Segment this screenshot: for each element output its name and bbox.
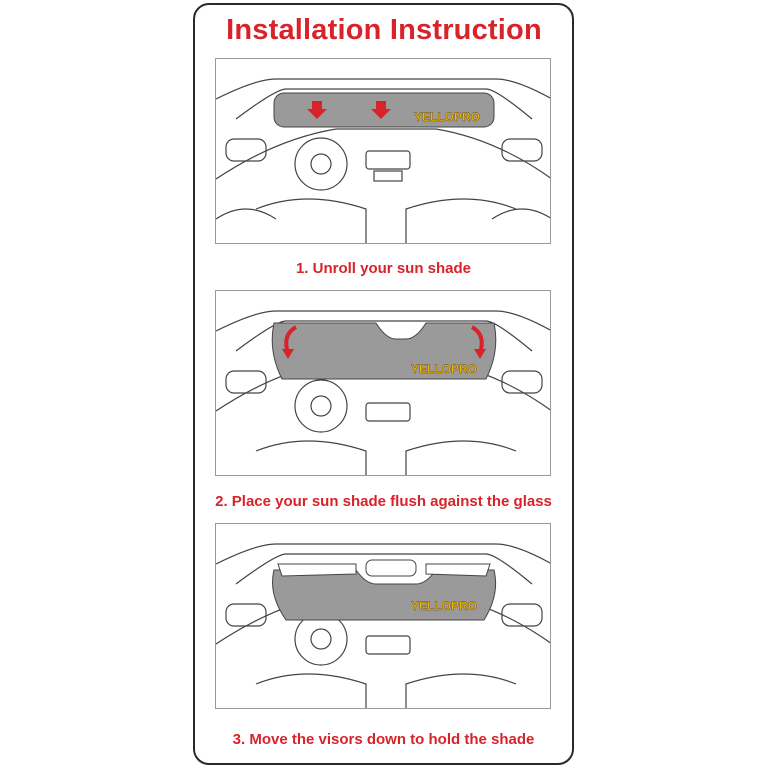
car-interior-drawing: YELLOPRO: [216, 78, 550, 243]
visor-left: [277, 563, 357, 577]
step-2-caption: 2. Place your sun shade flush against th…: [215, 493, 552, 510]
brand-logo: YELLOPRO: [411, 362, 477, 376]
page-title: Installation Instruction: [226, 14, 542, 46]
arrow-down-icon: [307, 101, 327, 119]
visor-right: [425, 563, 491, 577]
brand-logo: YELLOPRO: [414, 110, 480, 124]
car-interior-drawing: YELLOPRO: [216, 310, 550, 475]
car-interior-drawing: YELLOPRO: [216, 543, 550, 708]
step-2-illustration: YELLOPRO: [215, 290, 551, 476]
step-1-caption: 1. Unroll your sun shade: [295, 260, 472, 277]
step-1-illustration: YELLOPRO: [215, 58, 551, 244]
sun-shade: [271, 322, 497, 380]
step-3-caption: 3. Move the visors down to hold the shad…: [232, 731, 535, 748]
step-3-illustration: YELLOPRO: [215, 523, 551, 709]
arrow-down-icon: [371, 101, 391, 119]
rear-view-mirror: [365, 559, 417, 577]
brand-logo: YELLOPRO: [411, 599, 477, 613]
